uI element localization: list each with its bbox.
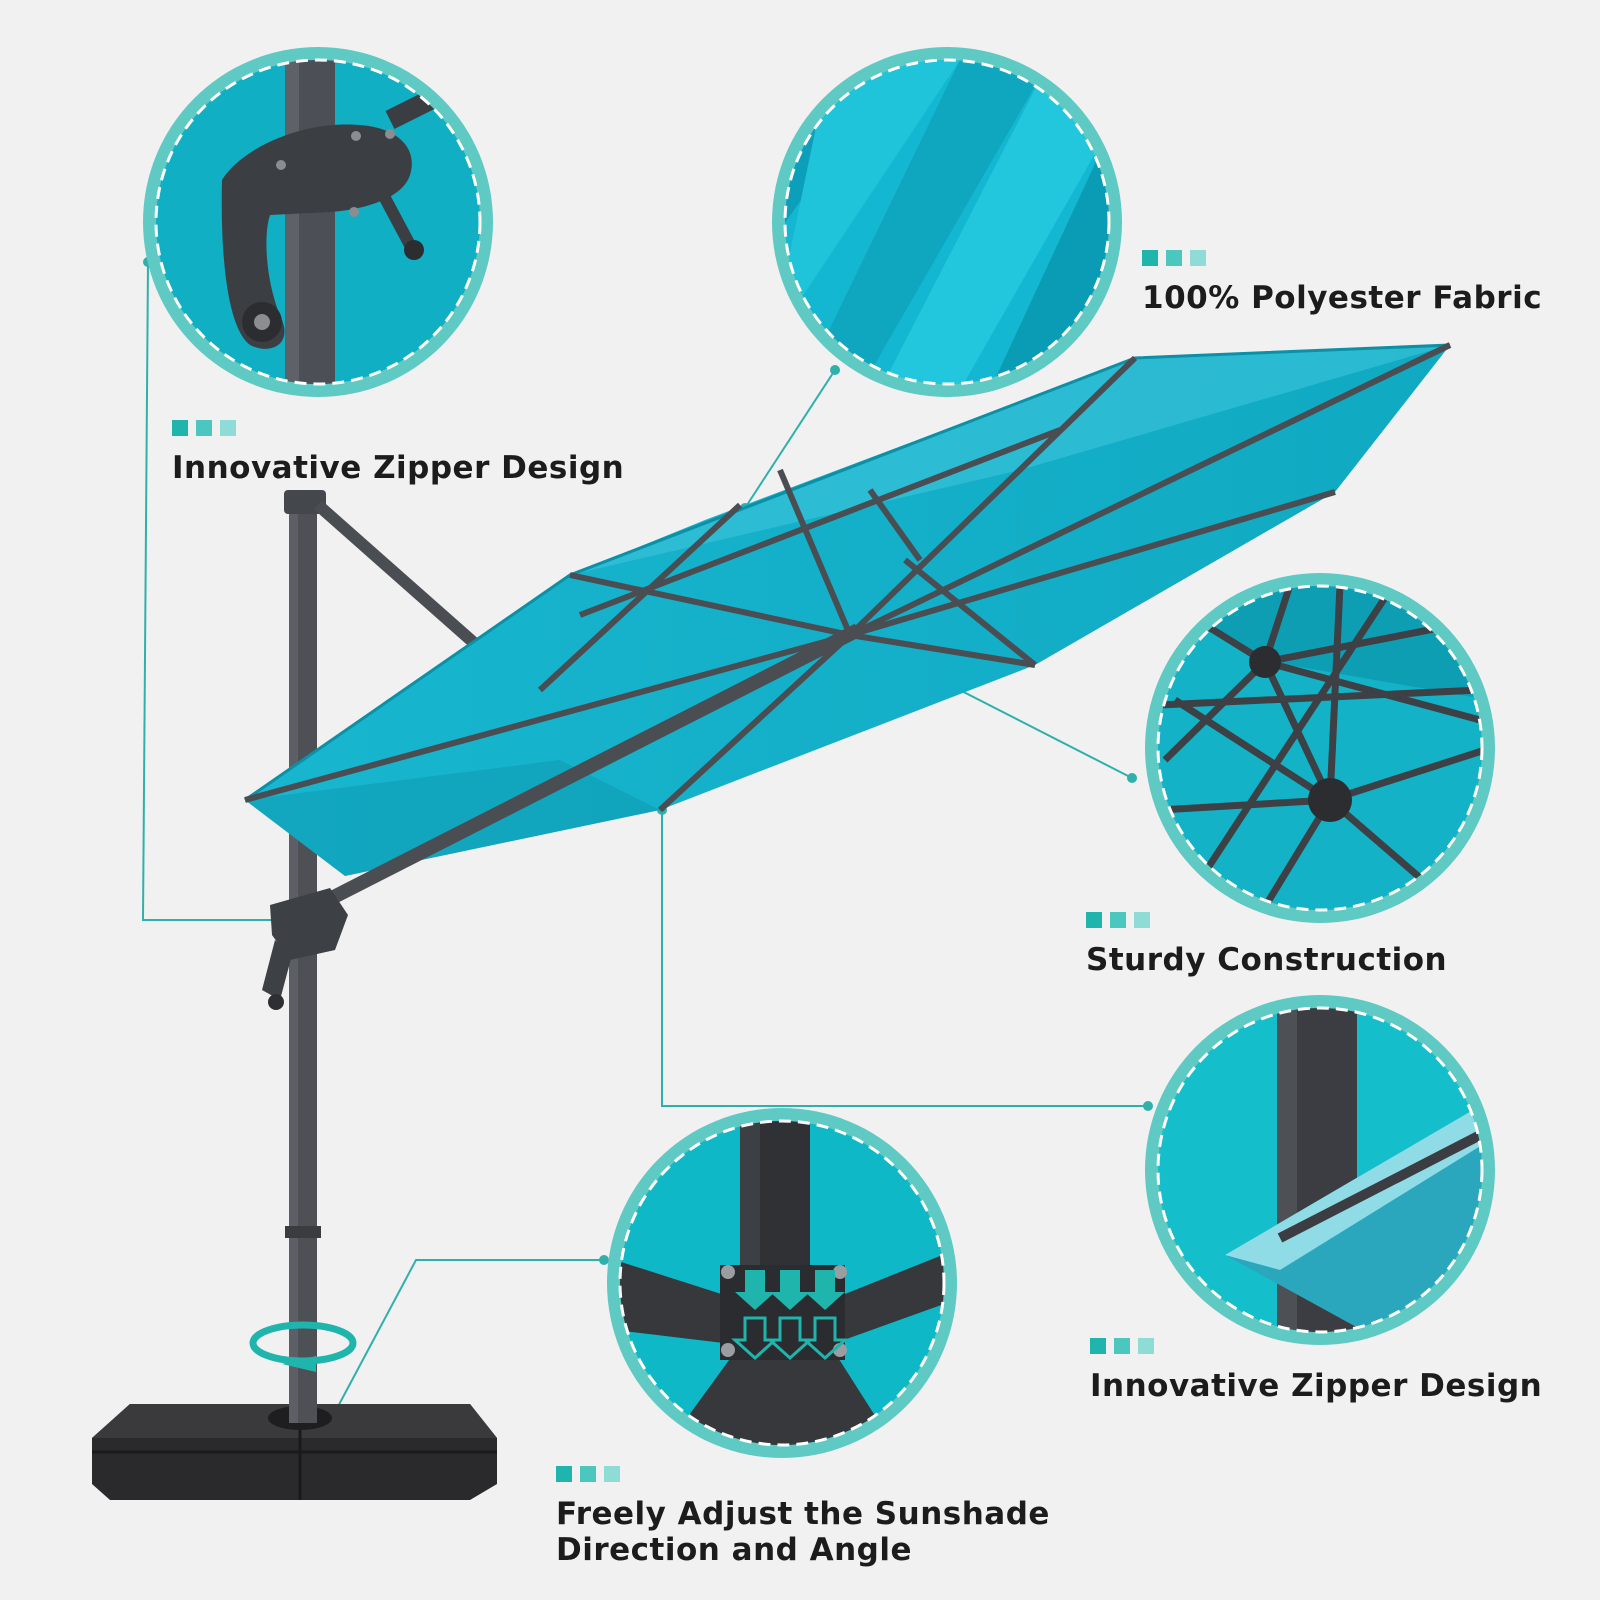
swatch-markers bbox=[1142, 250, 1542, 266]
feature-label-line2: Direction and Angle bbox=[556, 1532, 913, 1568]
swatch-markers bbox=[556, 1466, 1050, 1482]
base-cross-closeup bbox=[607, 1108, 957, 1458]
feature-zipper-bottom: Innovative Zipper Design bbox=[1090, 1338, 1542, 1404]
cantilever-umbrella bbox=[92, 342, 1452, 1500]
swatch-markers bbox=[1086, 912, 1447, 928]
feature-label: Innovative Zipper Design bbox=[172, 450, 625, 486]
feature-label: Sturdy Construction bbox=[1086, 942, 1448, 978]
feature-label: Innovative Zipper Design bbox=[1090, 1368, 1543, 1404]
feature-adjust: Freely Adjust the Sunshade Direction and… bbox=[556, 1466, 1050, 1568]
fabric-closeup bbox=[772, 47, 1122, 397]
feature-label: 100% Polyester Fabric bbox=[1142, 280, 1543, 316]
crank-handle-closeup bbox=[143, 47, 493, 397]
ribs-closeup bbox=[1145, 573, 1495, 923]
feature-construction: Sturdy Construction bbox=[1086, 912, 1447, 978]
feature-label-line1: Freely Adjust the Sunshade bbox=[556, 1496, 1050, 1532]
rotate-arrow-icon bbox=[249, 1321, 357, 1372]
swatch-markers bbox=[1090, 1338, 1542, 1354]
crank-handle bbox=[262, 888, 348, 1010]
feature-zipper-top: Innovative Zipper Design bbox=[172, 420, 624, 486]
feature-fabric: 100% Polyester Fabric bbox=[1142, 250, 1542, 316]
pole-canopy-closeup bbox=[1145, 995, 1495, 1345]
swatch-markers bbox=[172, 420, 624, 436]
